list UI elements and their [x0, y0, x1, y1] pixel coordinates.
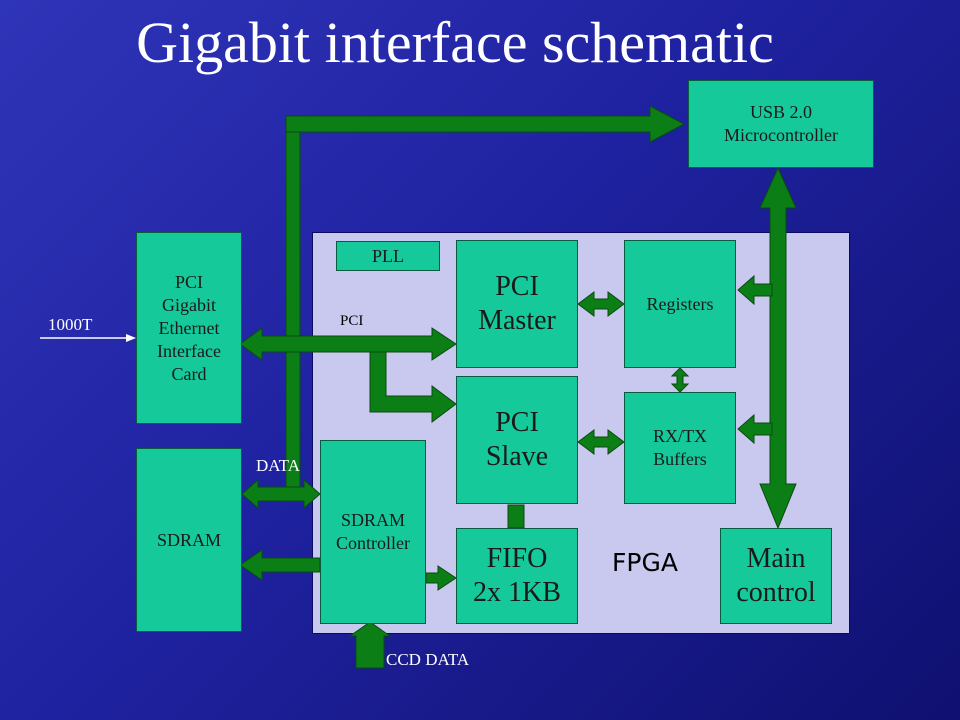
usb-microcontroller-block: USB 2.0 Microcontroller: [688, 80, 874, 168]
arrow-bus-registers: [737, 274, 773, 306]
main-control-block: Main control: [720, 528, 832, 624]
rxtx-buffers-block: RX/TX Buffers: [624, 392, 736, 504]
arrow-ccd-input: [348, 621, 392, 669]
arrow-usb-main: [759, 166, 797, 530]
registers-block: Registers: [624, 240, 736, 368]
vertical-bus-to-usb: [285, 117, 301, 491]
arrow-controller-fifo: [425, 565, 457, 591]
label-data: DATA: [256, 456, 300, 475]
pci-slave-block: PCI Slave: [456, 376, 578, 504]
arrow-master-registers: [577, 291, 625, 317]
arrow-pci-to-slave: [369, 351, 457, 423]
arrow-fifo-slave: [507, 504, 525, 529]
fifo-block: FIFO 2x 1KB: [456, 528, 578, 624]
arrowhead-1000t: [126, 334, 136, 342]
label-ccd-data: CCD DATA: [386, 650, 470, 669]
arrow-sdram-controller-data: [241, 478, 321, 510]
fpga-label: FPGA: [612, 548, 678, 577]
label-1000t: 1000T: [48, 315, 93, 334]
sdram-controller-block: SDRAM Controller: [320, 440, 426, 624]
arrow-controller-to-sdram: [239, 549, 321, 581]
pci-gigabit-card-block: PCI Gigabit Ethernet Interface Card: [136, 232, 242, 424]
arrow-to-usb: [285, 105, 686, 143]
label-pci-bus: PCI: [340, 313, 364, 329]
arrow-registers-rxtx: [670, 367, 690, 393]
arrow-slave-rxtx: [577, 429, 625, 455]
arrow-pci-card-master: [239, 327, 457, 361]
diagram-title: Gigabit interface schematic: [136, 10, 774, 75]
sdram-block: SDRAM: [136, 448, 242, 632]
pll-block: PLL: [336, 241, 440, 271]
arrow-bus-rxtx: [737, 413, 773, 445]
pci-master-block: PCI Master: [456, 240, 578, 368]
